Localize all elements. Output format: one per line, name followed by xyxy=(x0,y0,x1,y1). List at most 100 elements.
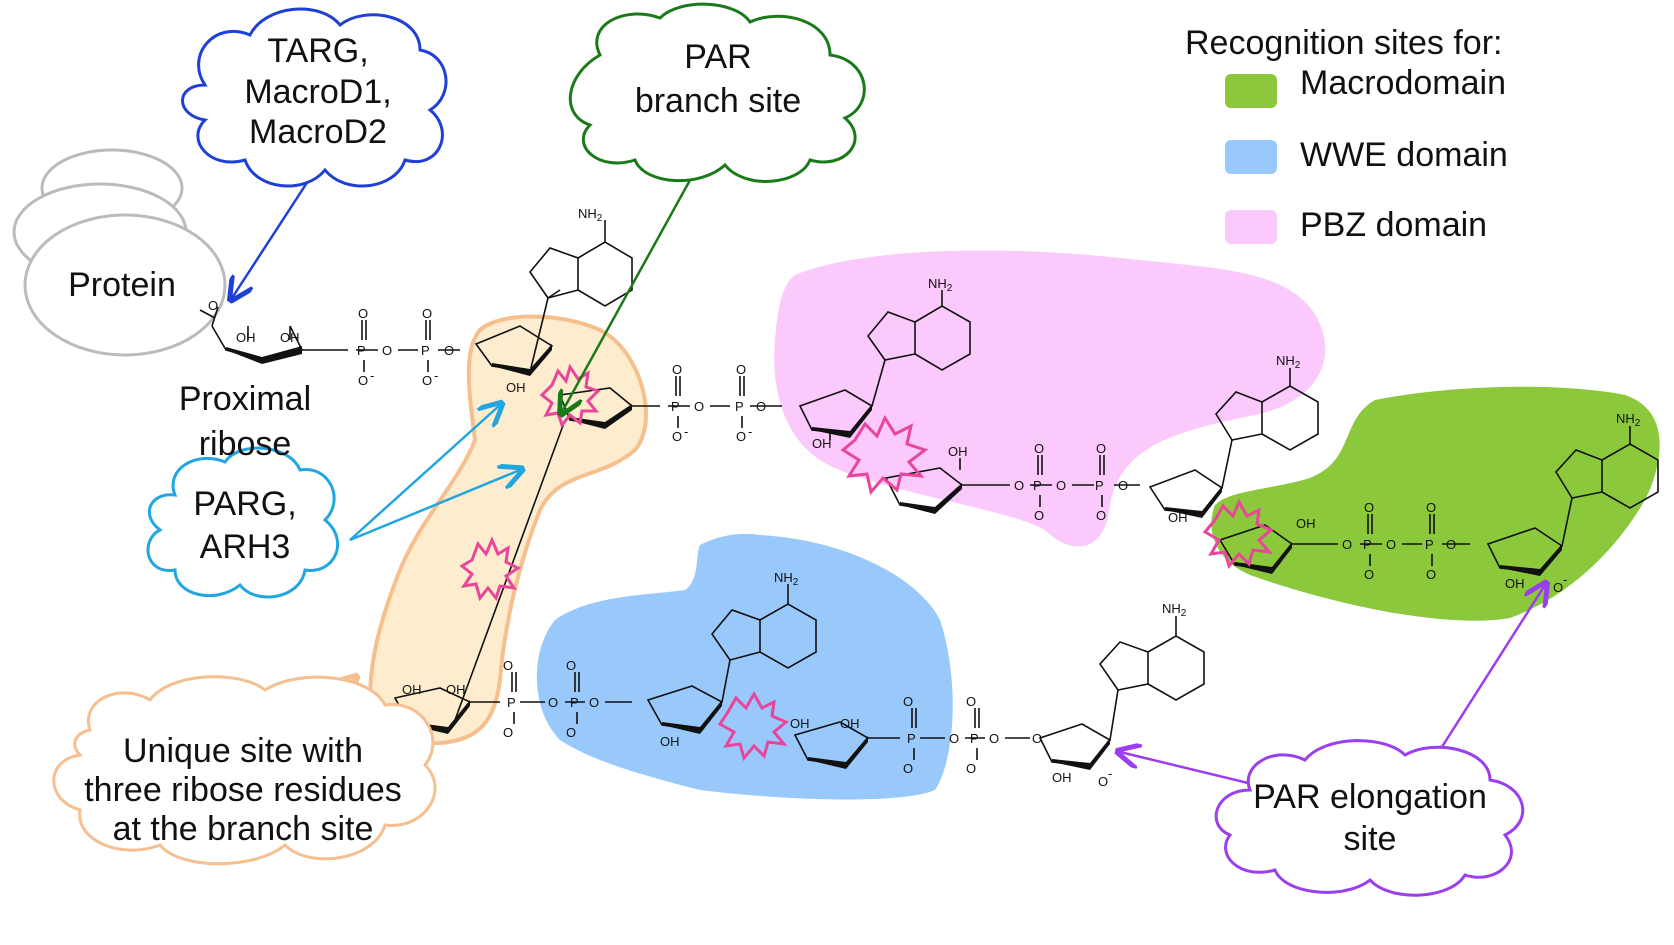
svg-text:OH: OH xyxy=(402,682,422,697)
svg-text:O: O xyxy=(358,373,368,388)
svg-text:OH: OH xyxy=(1296,516,1316,531)
proximal-ribose xyxy=(199,306,348,364)
adenine-4 xyxy=(1555,426,1659,509)
wwe-zone xyxy=(536,533,953,800)
parg-arrow-2 xyxy=(349,470,520,542)
svg-text:O: O xyxy=(1553,580,1563,595)
svg-text:OH: OH xyxy=(812,436,832,451)
svg-text:P: P xyxy=(970,731,979,746)
ribose-11 xyxy=(793,721,900,769)
proximal-line-1: Proximal xyxy=(179,380,311,418)
par-branch-cloud: PAR branch site xyxy=(568,2,866,183)
svg-text:OH: OH xyxy=(506,380,526,395)
svg-text:O: O xyxy=(1364,567,1374,582)
svg-text:O: O xyxy=(1098,774,1108,789)
svg-text:O: O xyxy=(503,658,513,673)
ribose-12 xyxy=(1038,689,1119,770)
svg-text:O: O xyxy=(1364,500,1374,515)
svg-text:O: O xyxy=(1056,478,1066,493)
svg-text:O: O xyxy=(1342,537,1352,552)
par-chain xyxy=(199,220,1659,770)
svg-text:O: O xyxy=(1032,731,1042,746)
svg-text:-: - xyxy=(434,368,438,383)
phosphate-pair-2 xyxy=(668,376,782,428)
svg-text:O: O xyxy=(1118,478,1128,493)
parg-line-1: PARG, xyxy=(193,485,296,523)
svg-text:O: O xyxy=(903,761,913,776)
svg-text:P: P xyxy=(357,343,366,358)
svg-text:O: O xyxy=(444,343,454,358)
svg-text:O: O xyxy=(566,658,576,673)
svg-text:O: O xyxy=(566,725,576,740)
svg-text:-: - xyxy=(748,424,752,439)
svg-text:NH2: NH2 xyxy=(1616,411,1641,429)
targ-line-2: MacroD1, xyxy=(244,73,391,111)
svg-text:O: O xyxy=(208,298,218,313)
legend-swatch-wwe xyxy=(1225,140,1277,174)
targ-cloud: TARG, MacroD1, MacroD2 xyxy=(181,7,448,188)
svg-text:O: O xyxy=(503,725,513,740)
svg-text:OH: OH xyxy=(280,330,300,345)
ribose-8 xyxy=(1486,497,1573,576)
svg-text:O: O xyxy=(966,694,976,709)
elongation-line-1: PAR elongation xyxy=(1253,778,1487,816)
svg-text:O: O xyxy=(756,399,766,414)
phosphate-pair-3 xyxy=(1030,455,1140,507)
legend-swatch-macrodomain xyxy=(1225,74,1277,108)
svg-text:O: O xyxy=(989,731,999,746)
svg-text:P: P xyxy=(1425,537,1434,552)
svg-text:O: O xyxy=(1426,567,1436,582)
phosphate-pair-4 xyxy=(1360,514,1470,566)
branch-line-1: PAR xyxy=(684,38,751,76)
adenine-5 xyxy=(710,584,817,669)
svg-text:OH: OH xyxy=(790,716,810,731)
svg-text:P: P xyxy=(1363,537,1372,552)
svg-text:P: P xyxy=(671,399,680,414)
svg-text:P: P xyxy=(907,731,916,746)
svg-text:P: P xyxy=(421,343,430,358)
unique-line-2: three ribose residues xyxy=(84,771,402,809)
adenine-1 xyxy=(528,220,633,307)
targ-line-3: MacroD2 xyxy=(249,113,387,151)
svg-text:OH: OH xyxy=(1052,770,1072,785)
svg-text:O: O xyxy=(949,731,959,746)
unique-cloud: Unique site with three ribose residues a… xyxy=(52,675,437,866)
elongation-line-2: site xyxy=(1344,820,1397,858)
branch-zone xyxy=(367,314,649,746)
legend-label-pbz: PBZ domain xyxy=(1300,206,1487,244)
svg-text:O: O xyxy=(1446,537,1456,552)
svg-text:P: P xyxy=(735,399,744,414)
svg-text:O: O xyxy=(672,362,682,377)
ribose-6 xyxy=(1148,439,1233,518)
chem-labels: NH2 NH2 NH2 NH2 NH2 NH2 OH OH OH OH OH O… xyxy=(208,206,1641,789)
svg-text:NH2: NH2 xyxy=(1276,353,1301,371)
protein-label: Protein xyxy=(68,266,176,304)
ribose-5 xyxy=(884,458,1010,514)
svg-text:O: O xyxy=(1096,441,1106,456)
svg-text:-: - xyxy=(1563,572,1567,587)
svg-text:O: O xyxy=(1014,478,1024,493)
svg-text:-: - xyxy=(1108,766,1112,781)
svg-text:-: - xyxy=(370,368,374,383)
star-marker xyxy=(717,690,789,762)
unique-line-3: at the branch site xyxy=(113,810,374,848)
elongation-cloud: PAR elongation site xyxy=(1214,739,1525,897)
phosphate-pair-6 xyxy=(911,708,1030,760)
svg-text:O: O xyxy=(1426,500,1436,515)
svg-text:NH2: NH2 xyxy=(1162,601,1187,619)
svg-text:NH2: NH2 xyxy=(578,206,603,224)
svg-text:OH: OH xyxy=(236,330,256,345)
ribose-10 xyxy=(646,659,731,734)
svg-text:OH: OH xyxy=(948,444,968,459)
legend-title: Recognition sites for: xyxy=(1185,24,1503,62)
svg-text:O: O xyxy=(694,399,704,414)
protein-blob xyxy=(12,148,227,357)
svg-text:O: O xyxy=(548,695,558,710)
parg-arrow-1 xyxy=(349,405,500,541)
svg-text:O: O xyxy=(672,429,682,444)
svg-text:OH: OH xyxy=(840,716,860,731)
star-marker xyxy=(1202,498,1274,570)
svg-text:OH: OH xyxy=(1505,576,1525,591)
adenine-6 xyxy=(1098,616,1205,701)
